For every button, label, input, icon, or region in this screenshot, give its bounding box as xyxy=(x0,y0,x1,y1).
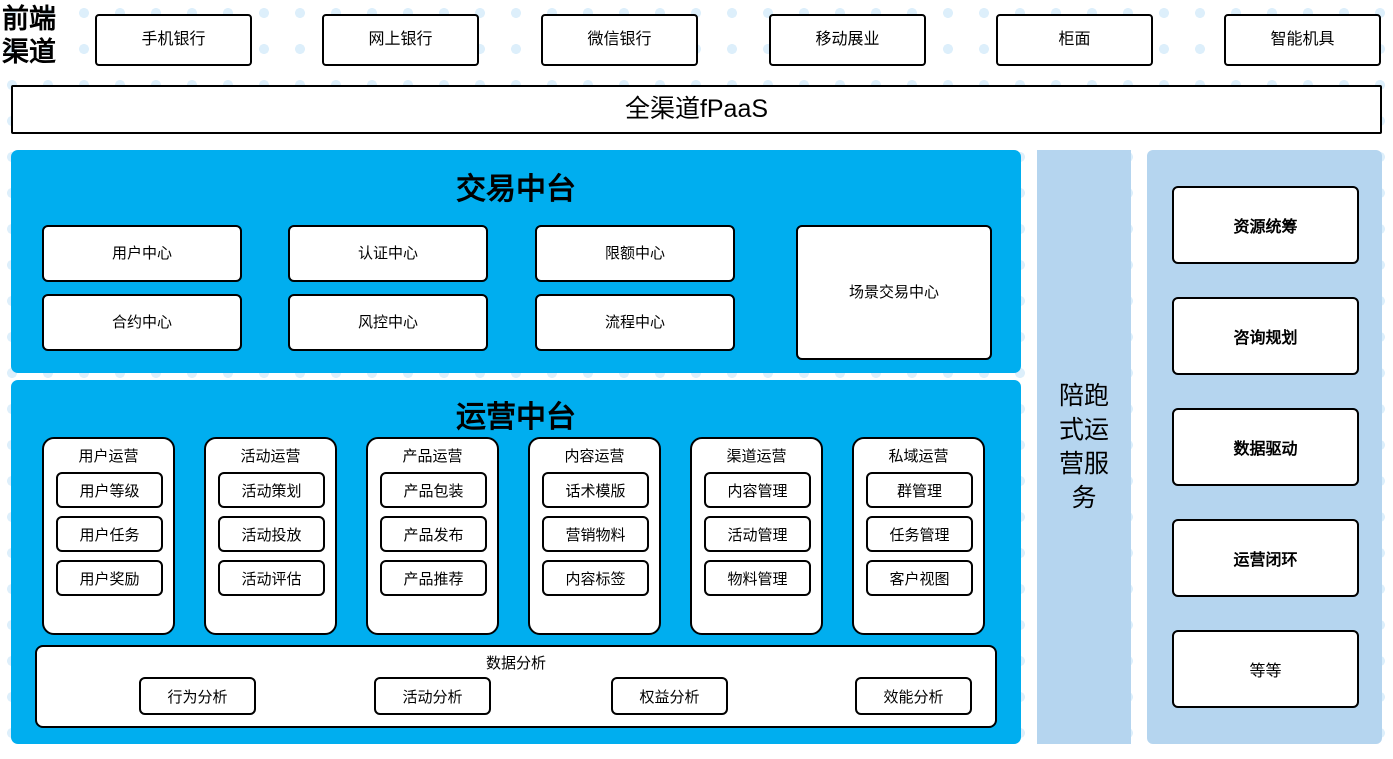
accompanying-service-column: 陪跑式运营服务 xyxy=(1037,150,1131,744)
ops-center-title: 运营中台 xyxy=(456,401,576,434)
analysis-item-performance[interactable]: 效能分析 xyxy=(855,677,972,715)
ops-column-campaign[interactable]: 活动运营 活动策划 活动投放 活动评估 xyxy=(204,437,337,635)
fpaas-bar: 全渠道fPaaS xyxy=(11,85,1382,134)
ops-column-channel-title: 渠道运营 xyxy=(726,448,787,465)
ops-item-product-release[interactable]: 产品发布 xyxy=(380,516,487,552)
ops-item-product-recommendation[interactable]: 产品推荐 xyxy=(380,560,487,596)
ops-item-product-packaging[interactable]: 产品包装 xyxy=(380,472,487,508)
data-analysis-strip: 数据分析 行为分析 活动分析 权益分析 效能分析 xyxy=(35,645,997,728)
ops-item-campaign-delivery[interactable]: 活动投放 xyxy=(218,516,325,552)
ops-column-private-domain-title: 私域运营 xyxy=(888,448,949,465)
value-box-etc[interactable]: 等等 xyxy=(1172,630,1359,708)
channel-box-smart-machine[interactable]: 智能机具 xyxy=(1224,14,1381,66)
trade-box-process-center[interactable]: 流程中心 xyxy=(535,294,735,351)
ops-item-group-management[interactable]: 群管理 xyxy=(866,472,973,508)
ops-item-content-tag[interactable]: 内容标签 xyxy=(542,560,649,596)
analysis-item-campaign[interactable]: 活动分析 xyxy=(374,677,491,715)
channel-box-online-bank[interactable]: 网上银行 xyxy=(322,14,479,66)
value-box-operation-closed-loop[interactable]: 运营闭环 xyxy=(1172,519,1359,597)
value-box-consulting-planning[interactable]: 咨询规划 xyxy=(1172,297,1359,375)
ops-column-content[interactable]: 内容运营 话术模版 营销物料 内容标签 xyxy=(528,437,661,635)
channel-box-mobile-bank[interactable]: 手机银行 xyxy=(95,14,252,66)
trade-box-risk-center[interactable]: 风控中心 xyxy=(288,294,488,351)
front-channel-label-line2: 渠道 xyxy=(2,37,56,67)
ops-column-user[interactable]: 用户运营 用户等级 用户任务 用户奖励 xyxy=(42,437,175,635)
ops-item-campaign-management[interactable]: 活动管理 xyxy=(704,516,811,552)
ops-column-product[interactable]: 产品运营 产品包装 产品发布 产品推荐 xyxy=(366,437,499,635)
ops-item-user-reward[interactable]: 用户奖励 xyxy=(56,560,163,596)
ops-item-script-template[interactable]: 话术模版 xyxy=(542,472,649,508)
ops-item-material-management[interactable]: 物料管理 xyxy=(704,560,811,596)
ops-item-task-management[interactable]: 任务管理 xyxy=(866,516,973,552)
ops-column-user-title: 用户运营 xyxy=(78,448,139,465)
trade-box-scene-transaction-center[interactable]: 场景交易中心 xyxy=(796,225,992,360)
trade-center-title: 交易中台 xyxy=(456,173,576,206)
front-channel-label-line1: 前端 xyxy=(2,4,56,34)
ops-column-campaign-title: 活动运营 xyxy=(240,448,301,465)
ops-column-product-title: 产品运营 xyxy=(402,448,463,465)
ops-item-campaign-evaluation[interactable]: 活动评估 xyxy=(218,560,325,596)
front-channel-label: 前端 渠道 xyxy=(2,3,76,69)
ops-item-campaign-planning[interactable]: 活动策划 xyxy=(218,472,325,508)
trade-box-limit-center[interactable]: 限额中心 xyxy=(535,225,735,282)
channel-box-wechat-bank[interactable]: 微信银行 xyxy=(541,14,698,66)
ops-column-content-title: 内容运营 xyxy=(564,448,625,465)
ops-item-content-management[interactable]: 内容管理 xyxy=(704,472,811,508)
analysis-item-behavior[interactable]: 行为分析 xyxy=(139,677,256,715)
value-box-resource-coordination[interactable]: 资源统筹 xyxy=(1172,186,1359,264)
analysis-item-benefit[interactable]: 权益分析 xyxy=(611,677,728,715)
trade-box-user-center[interactable]: 用户中心 xyxy=(42,225,242,282)
trade-box-auth-center[interactable]: 认证中心 xyxy=(288,225,488,282)
data-analysis-title: 数据分析 xyxy=(485,655,546,672)
channel-box-counter[interactable]: 柜面 xyxy=(996,14,1153,66)
service-value-column: 资源统筹 咨询规划 数据驱动 运营闭环 等等 xyxy=(1147,150,1382,744)
trade-box-contract-center[interactable]: 合约中心 xyxy=(42,294,242,351)
ops-column-channel[interactable]: 渠道运营 内容管理 活动管理 物料管理 xyxy=(690,437,823,635)
ops-item-marketing-material[interactable]: 营销物料 xyxy=(542,516,649,552)
ops-column-private-domain[interactable]: 私域运营 群管理 任务管理 客户视图 xyxy=(852,437,985,635)
accompanying-service-label: 陪跑式运营服务 xyxy=(1058,382,1109,512)
value-box-data-driven[interactable]: 数据驱动 xyxy=(1172,408,1359,486)
channel-box-mobile-field[interactable]: 移动展业 xyxy=(769,14,926,66)
ops-item-user-level[interactable]: 用户等级 xyxy=(56,472,163,508)
ops-item-user-task[interactable]: 用户任务 xyxy=(56,516,163,552)
ops-item-customer-view[interactable]: 客户视图 xyxy=(866,560,973,596)
